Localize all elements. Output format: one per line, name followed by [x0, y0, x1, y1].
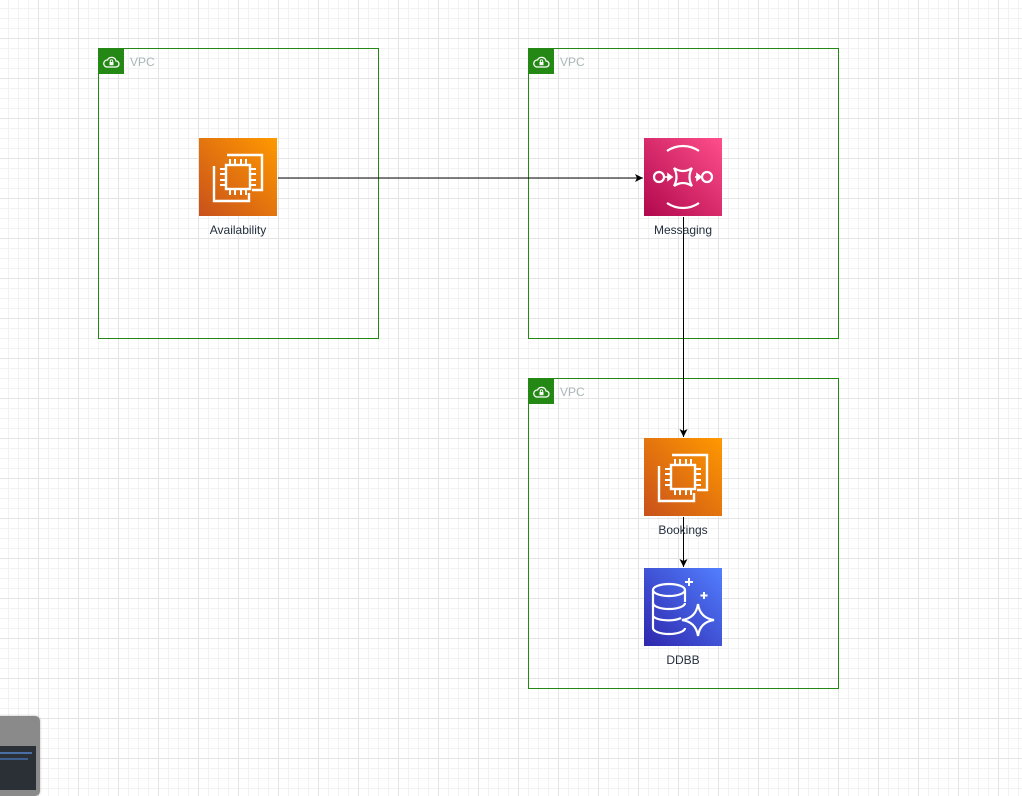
- ec2-compute-icon: [212, 153, 264, 203]
- vpc-group[interactable]: VPC: [98, 48, 379, 339]
- node-label: DDBB: [666, 653, 700, 667]
- node-label: Messaging: [653, 223, 713, 237]
- aurora-database-icon: [651, 578, 715, 637]
- bookings-node[interactable]: [644, 438, 722, 516]
- ddbb-node[interactable]: [644, 568, 722, 646]
- sqs-queue-icon: [652, 144, 714, 210]
- ec2-compute-icon: [657, 453, 709, 503]
- node-label: Bookings: [658, 523, 708, 537]
- vpc-label: VPC: [560, 55, 585, 69]
- thumbnail-bar: [0, 752, 32, 754]
- node-label: Availability: [209, 223, 267, 237]
- availability-node[interactable]: [199, 138, 277, 216]
- thumbnail-bar: [0, 758, 28, 760]
- minimized-window-thumbnail[interactable]: [0, 716, 40, 796]
- vpc-cloud-icon: [529, 49, 554, 74]
- messaging-node[interactable]: [644, 138, 722, 216]
- vpc-label: VPC: [560, 385, 585, 399]
- vpc-label: VPC: [130, 55, 155, 69]
- vpc-cloud-icon: [529, 379, 554, 404]
- vpc-cloud-icon: [99, 49, 124, 74]
